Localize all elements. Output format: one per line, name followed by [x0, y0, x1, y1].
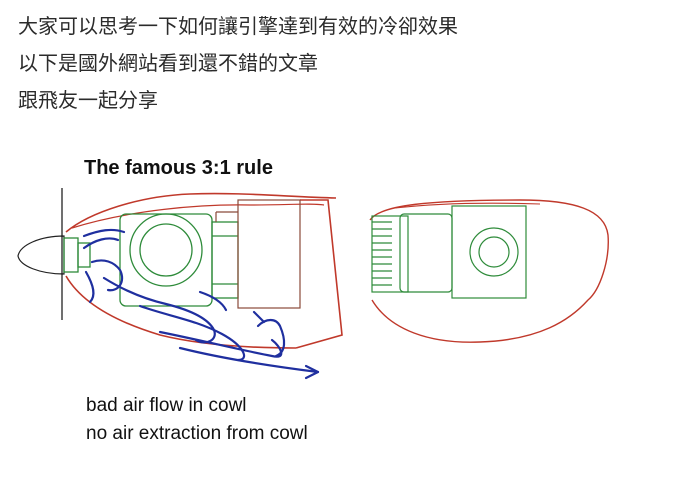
post-line-3: 跟飛友一起分享: [18, 88, 158, 112]
post-line-1: 大家可以思考一下如何讓引擎達到有效的冷卻效果: [18, 14, 458, 38]
front-cowl-outline: [369, 199, 609, 343]
engine-front: [371, 205, 527, 299]
cowl-top-line: [71, 203, 325, 229]
engine-mount: [215, 199, 301, 309]
cowl-outline: [65, 192, 343, 349]
front-view: [369, 199, 609, 343]
caption-2: no air extraction from cowl: [86, 423, 308, 444]
airflow-arrows: [82, 228, 320, 380]
cowl-airflow-diagram: The famous 3:1 rule: [17, 157, 609, 444]
spinner: [17, 235, 65, 275]
diagram-title: The famous 3:1 rule: [84, 157, 273, 179]
caption-1: bad air flow in cowl: [86, 395, 247, 416]
post-line-2: 以下是國外網站看到還不錯的文章: [18, 51, 318, 75]
post-text: 大家可以思考一下如何讓引擎達到有效的冷卻效果 以下是國外網站看到還不錯的文章 跟…: [18, 8, 458, 119]
engine-side: [63, 213, 239, 307]
front-cowl-inner-line: [394, 202, 541, 209]
side-view: bad air flow in cowl no air extraction f…: [17, 188, 343, 444]
